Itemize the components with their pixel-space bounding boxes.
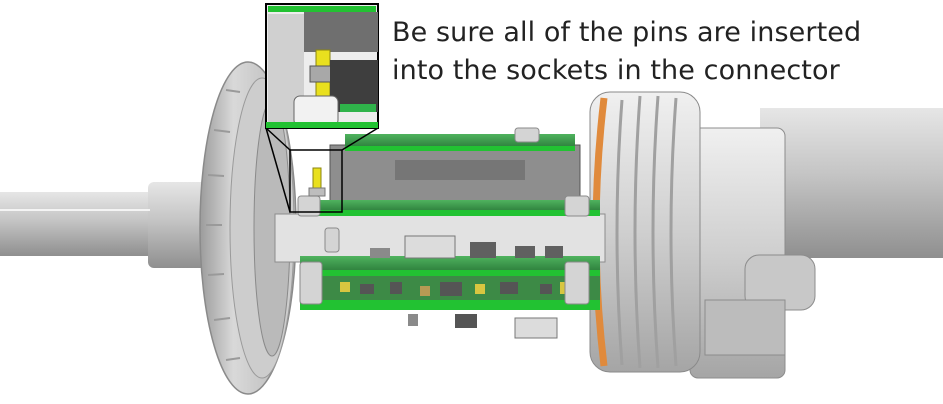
instruction-line-2: into the sockets in the connector (392, 55, 840, 86)
rear-housing (689, 108, 943, 379)
standoffs (297, 127, 590, 305)
instruction-caption: Be sure all of the pins are inserted int… (392, 14, 932, 90)
pin-connector (308, 167, 326, 197)
pcb-board-top (345, 134, 575, 151)
flange-wheel (199, 61, 297, 395)
callout-leader (265, 127, 379, 213)
callout-magnifier-box (265, 3, 379, 129)
pcb-board-middle (300, 200, 600, 216)
left-shaft (0, 182, 208, 268)
threaded-collar (589, 91, 701, 373)
instruction-line-1: Be sure all of the pins are inserted (392, 17, 862, 48)
board-components (340, 235, 572, 339)
